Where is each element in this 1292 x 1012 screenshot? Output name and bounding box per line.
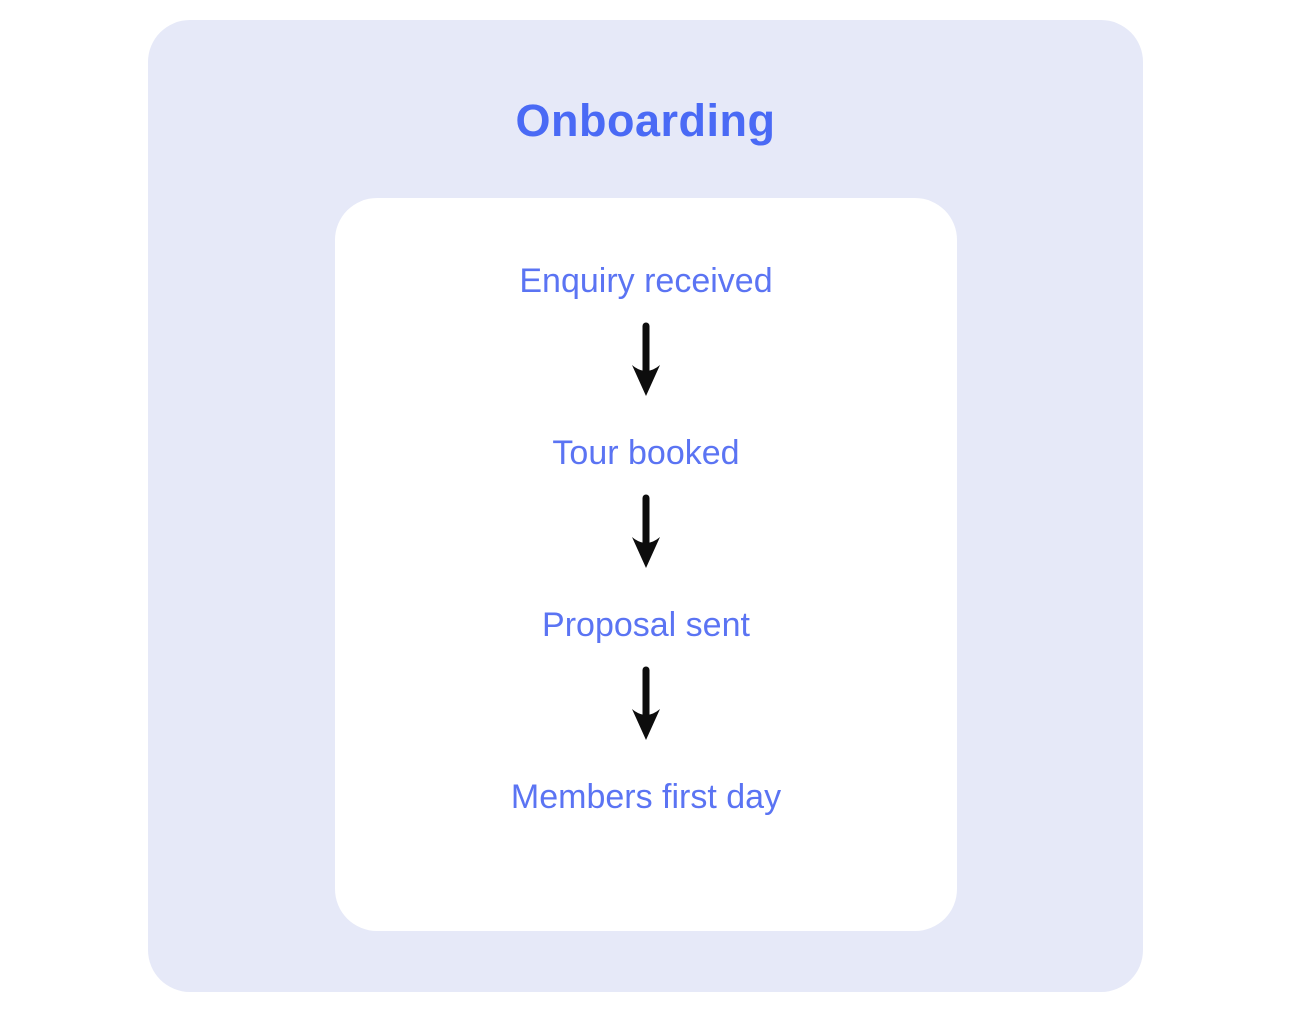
onboarding-panel: Onboarding Enquiry received Tour booked … <box>148 20 1143 992</box>
flow-step-label-proposal-sent: Proposal sent <box>542 606 750 644</box>
arrow-down-icon <box>628 494 664 570</box>
flow-step-label-members-first-day: Members first day <box>510 778 782 816</box>
diagram-title: Onboarding <box>515 95 776 146</box>
arrow-down-icon <box>628 322 664 398</box>
flow-step-label-tour-booked: Tour booked <box>552 434 740 472</box>
arrow-down-icon <box>628 666 664 742</box>
flow-step-label-enquiry-received: Enquiry received <box>519 262 773 300</box>
flow-card: Enquiry received Tour booked Proposal se… <box>335 198 957 931</box>
